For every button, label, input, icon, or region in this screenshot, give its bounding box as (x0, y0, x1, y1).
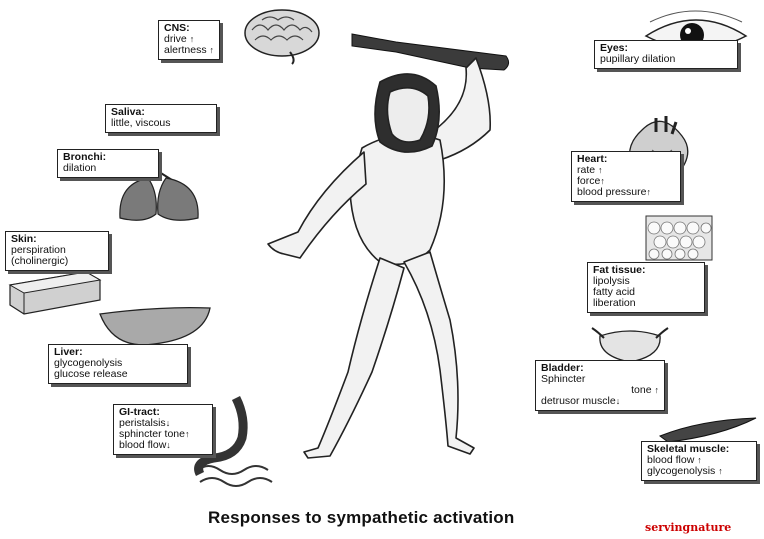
heart-line-3: blood pressure (577, 186, 647, 198)
bronchi-title: Bronchi: (63, 151, 107, 163)
cns-line-1: drive (164, 33, 187, 45)
arrow-up-icon: ↑ (646, 187, 651, 197)
arrow-down-icon: ↓ (166, 440, 171, 450)
diagram-caption: Responses to sympathetic activation (208, 508, 515, 527)
saliva-title: Saliva: (111, 106, 145, 118)
bladder-line-2: tone (631, 384, 652, 396)
brain-icon (244, 9, 320, 65)
cns-title: CNS: (164, 22, 190, 34)
arrow-up-icon: ↑ (600, 176, 605, 186)
heart-line-1: rate (577, 164, 596, 176)
fat-line-1: lipolysis (593, 275, 630, 287)
fat-tissue-label: Fat tissue: lipolysis fatty acid liberat… (587, 262, 705, 313)
bladder-icon (591, 327, 669, 363)
bladder-title: Bladder: (541, 362, 584, 374)
skeletal-line-2: glycogenolysis (647, 465, 716, 477)
liver-line-2: glucose release (54, 368, 128, 380)
skin-line-1: perspiration (11, 244, 66, 256)
bronchi-label: Bronchi: dilation (57, 149, 159, 178)
heart-title: Heart: (577, 153, 608, 165)
liver-title: Liver: (54, 346, 83, 358)
skin-line-2: (cholinergic) (11, 255, 69, 267)
arrow-up-icon: ↑ (184, 429, 190, 439)
gi-line-2: sphincter tone (119, 428, 185, 440)
gi-line-3: blood flow (119, 439, 167, 451)
skeletal-title: Skeletal muscle: (647, 443, 730, 455)
gi-tract-label: GI-tract: peristalsis↓ sphincter tone↑ b… (113, 404, 213, 455)
heart-line-2: force (577, 175, 601, 187)
bladder-line-1: Sphincter (541, 373, 586, 385)
eyes-label: Eyes: pupillary dilation (594, 40, 738, 69)
arrow-up-icon: ↑ (697, 455, 702, 465)
fat-line-2: fatty acid (593, 286, 636, 298)
bladder-line-3: detrusor muscle (541, 395, 616, 407)
human-figure (267, 57, 492, 459)
arrow-up-icon: ↑ (189, 34, 195, 44)
arrow-up-icon: ↑ (209, 45, 215, 55)
bronchi-line-1: dilation (63, 162, 97, 174)
eyes-line-1: pupillary dilation (600, 53, 676, 65)
skin-title: Skin: (11, 233, 37, 245)
gi-line-1: peristalsis (119, 417, 166, 429)
saliva-line-1: little, viscous (111, 117, 171, 129)
skeletal-muscle-icon (658, 417, 757, 443)
liver-line-1: glycogenolysis (54, 357, 123, 369)
arrow-up-icon: ↑ (654, 385, 660, 395)
heart-label: Heart: rate ↑ force↑ blood pressure↑ (571, 151, 681, 202)
cns-line-2: alertness (164, 44, 207, 56)
arrow-down-icon: ↓ (615, 396, 621, 406)
watermark-text: servingnature (645, 521, 732, 534)
fat-title: Fat tissue: (593, 264, 646, 276)
liver-icon (99, 306, 211, 346)
arrow-down-icon: ↓ (165, 418, 171, 428)
skin-label: Skin: perspiration (cholinergic) (5, 231, 109, 271)
fat-tissue-icon (645, 215, 713, 261)
club-icon (351, 33, 510, 71)
gi-tract-icon (194, 395, 273, 487)
skeletal-line-1: blood flow (647, 454, 695, 466)
skin-icon (8, 271, 102, 315)
saliva-label: Saliva: little, viscous (105, 104, 217, 133)
cns-label: CNS: drive ↑ alertness ↑ (158, 20, 221, 60)
eyes-title: Eyes: (600, 42, 629, 54)
skeletal-muscle-label: Skeletal muscle: blood flow ↑ glycogenol… (641, 441, 757, 481)
bladder-label: Bladder: Sphincter tone ↑ detrusor muscl… (535, 360, 665, 411)
liver-label: Liver: glycogenolysis glucose release (48, 344, 188, 384)
arrow-up-icon: ↑ (718, 466, 723, 476)
gi-title: GI-tract: (119, 406, 160, 418)
arrow-up-icon: ↑ (598, 165, 603, 175)
fat-line-3: liberation (593, 297, 636, 309)
